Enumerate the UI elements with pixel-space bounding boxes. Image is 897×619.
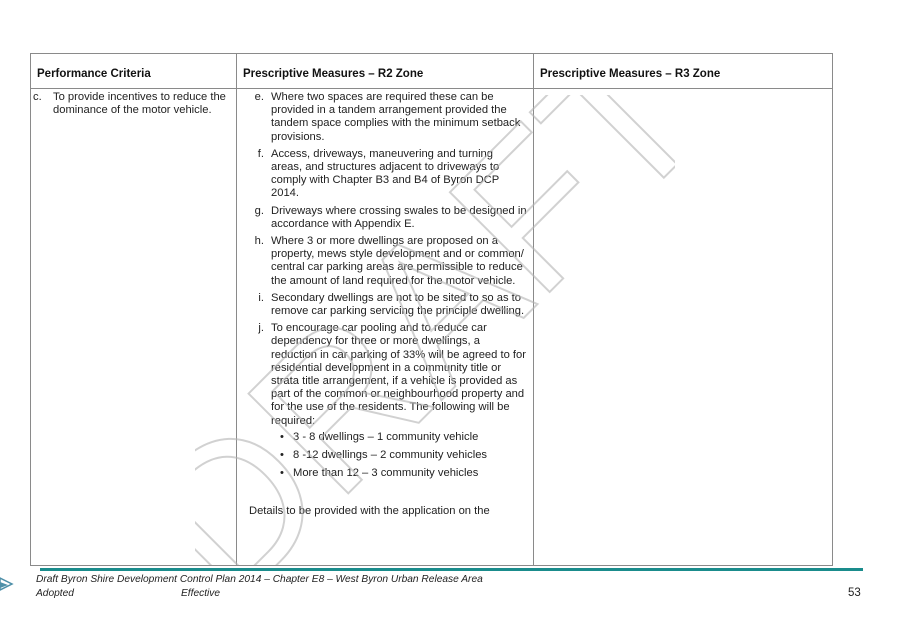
measure-text: To encourage car pooling and to reduce c… xyxy=(271,322,526,427)
measure-label: g. xyxy=(254,204,264,217)
header-performance-criteria: Performance Criteria xyxy=(31,54,237,88)
requirements-table: Performance Criteria Prescriptive Measur… xyxy=(30,53,833,566)
measure-item: h. Where 3 or more dwellings are propose… xyxy=(237,235,527,288)
table-header-row: Performance Criteria Prescriptive Measur… xyxy=(31,54,832,89)
criteria-text: To provide incentives to reduce the domi… xyxy=(53,91,226,117)
measure-item: g. Driveways where crossing swales to be… xyxy=(237,205,527,231)
council-logo-icon xyxy=(0,577,14,591)
bullet-item: • 3 - 8 dwellings – 1 community vehicle xyxy=(271,431,527,444)
bullet-dot-icon: • xyxy=(280,467,284,480)
bullet-dot-icon: • xyxy=(280,449,284,462)
measure-body: To encourage car pooling and to reduce c… xyxy=(271,322,527,485)
r3-measures-cell xyxy=(534,89,832,565)
measure-item: e. Where two spaces are required these c… xyxy=(237,91,527,144)
header-r3-zone: Prescriptive Measures – R3 Zone xyxy=(540,68,721,80)
r2-measures-cell: e. Where two spaces are required these c… xyxy=(237,89,534,565)
footer-effective-label: Effective xyxy=(181,588,221,599)
table-body-row: c. To provide incentives to reduce the d… xyxy=(31,89,832,565)
measure-item: f. Access, driveways, maneuvering and tu… xyxy=(237,148,527,201)
footer-adopted-label: Adopted xyxy=(36,588,74,599)
footer-rule xyxy=(40,568,863,571)
measure-label: e. xyxy=(254,91,264,103)
header-r2-zone: Prescriptive Measures – R2 Zone xyxy=(237,54,534,88)
measure-text: Driveways where crossing swales to be de… xyxy=(271,204,527,230)
measure-label: j. xyxy=(258,322,264,335)
bullet-text: More than 12 – 3 community vehicles xyxy=(293,467,479,480)
bullet-dot-icon: • xyxy=(280,430,284,443)
measure-text: Access, driveways, maneuvering and turni… xyxy=(271,147,500,200)
bullet-list: • 3 - 8 dwellings – 1 community vehicle •… xyxy=(271,431,527,481)
measure-item: i. Secondary dwellings are not to be sit… xyxy=(237,292,527,318)
bullet-item: • More than 12 – 3 community vehicles xyxy=(271,467,527,480)
measure-text: Secondary dwellings are not to be sited … xyxy=(271,291,525,318)
details-text: Details to be provided with the applicat… xyxy=(249,505,490,518)
measure-label: i. xyxy=(258,291,264,304)
measure-text: Where 3 or more dwellings are proposed o… xyxy=(271,235,524,287)
page-number: 53 xyxy=(848,587,861,599)
criteria-label: c. xyxy=(33,91,42,103)
criteria-item: c. To provide incentives to reduce the d… xyxy=(33,91,232,117)
measure-label: f. xyxy=(257,147,264,160)
measure-label: h. xyxy=(254,235,264,248)
bullet-item: • 8 -12 dwellings – 2 community vehicles xyxy=(271,449,527,462)
bullet-text: 8 -12 dwellings – 2 community vehicles xyxy=(293,449,488,462)
measure-text: Where two spaces are required these can … xyxy=(271,91,521,143)
measure-item: j. To encourage car pooling and to reduc… xyxy=(237,322,527,485)
criteria-cell: c. To provide incentives to reduce the d… xyxy=(31,89,237,565)
bullet-text: 3 - 8 dwellings – 1 community vehicle xyxy=(293,430,479,443)
footer-document-title: Draft Byron Shire Development Control Pl… xyxy=(36,574,483,585)
